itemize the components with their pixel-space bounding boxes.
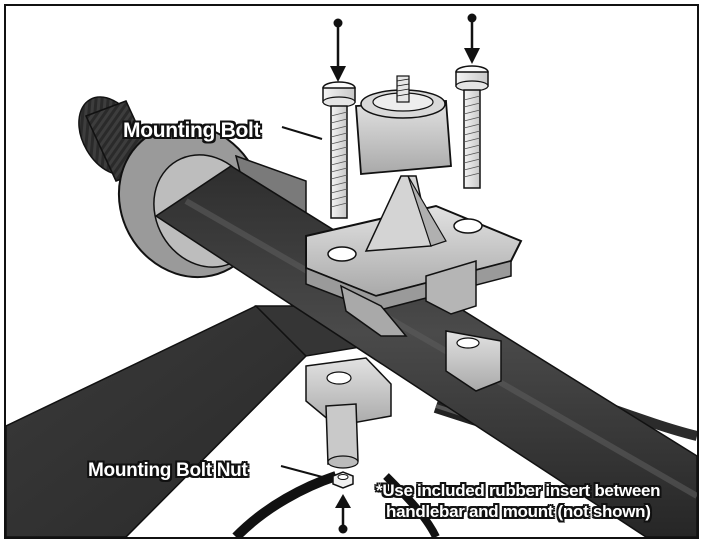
mounting-bolt-nut-label: Mounting Bolt Nut (88, 460, 248, 481)
mounting-bolt-label: Mounting Bolt (123, 119, 261, 142)
handlebar-mount-illustration (6, 13, 697, 537)
arrow-right-bolt (464, 13, 480, 64)
leader-line-nut (280, 465, 327, 479)
mounting-bolt-nut (332, 471, 354, 489)
mounting-bolt-left (322, 81, 356, 219)
note-line-2: handlebar and mount (not shown) (386, 502, 651, 521)
arrow-left-bolt (330, 18, 346, 82)
lower-clamp (305, 330, 502, 469)
diagram-frame: Mounting Bolt Mounting Bolt Nut *Use inc… (4, 4, 699, 539)
note-line-1: *Use included rubber insert between (376, 481, 661, 500)
rubber-insert-note: *Use included rubber insert between hand… (376, 480, 661, 522)
arrow-nut (335, 494, 351, 534)
leader-line-bolt (281, 126, 323, 140)
mounting-bolt-right (455, 65, 489, 189)
main-handlebar (154, 165, 697, 537)
upper-mount (305, 75, 523, 337)
